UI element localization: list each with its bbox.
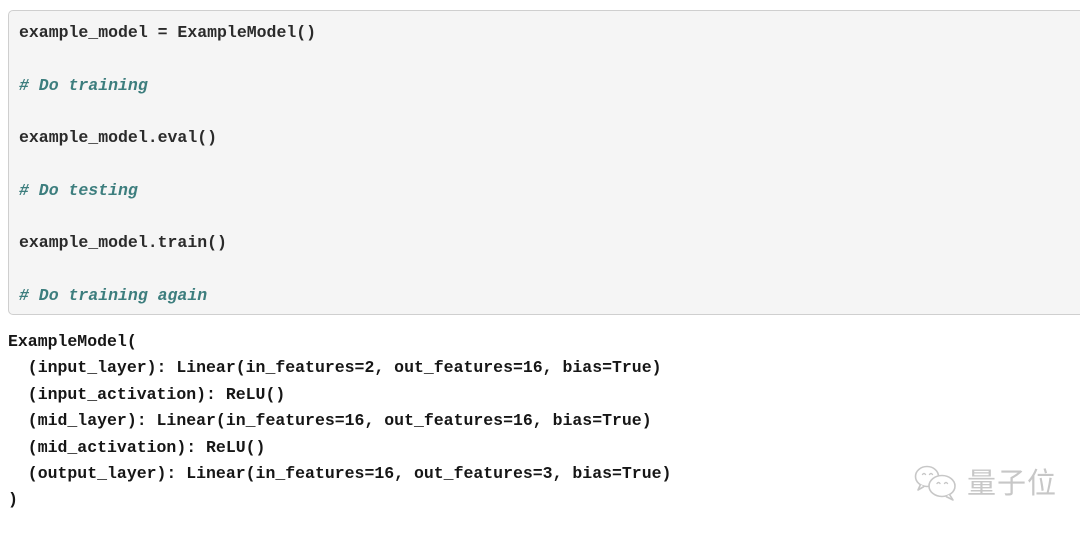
- watermark-label: 量子位: [967, 465, 1058, 500]
- code-line-blank[interactable]: [19, 46, 1080, 72]
- code-line-comment[interactable]: # Do testing: [19, 180, 138, 200]
- code-line[interactable]: example_model.train(): [19, 233, 227, 253]
- code-line[interactable]: example_model.eval(): [19, 128, 218, 148]
- code-line-comment[interactable]: # Do training again: [19, 285, 208, 305]
- output-line: ): [8, 490, 18, 510]
- code-cell-input[interactable]: example_model = ExampleModel() # Do trai…: [8, 10, 1080, 315]
- code-line-blank[interactable]: [19, 151, 1080, 177]
- watermark: 量子位: [912, 463, 1057, 503]
- output-line: (output_layer): Linear(in_features=16, o…: [8, 464, 672, 484]
- code-line-comment[interactable]: # Do training: [19, 75, 148, 95]
- code-line-blank[interactable]: [19, 204, 1080, 230]
- output-line: (mid_layer): Linear(in_features=16, out_…: [8, 411, 652, 431]
- output-line: (input_activation): ReLU(): [8, 384, 286, 404]
- output-line: (mid_activation): ReLU(): [8, 437, 266, 457]
- code-line-blank[interactable]: [19, 257, 1080, 283]
- code-line[interactable]: example_model = ExampleModel(): [19, 23, 317, 42]
- wechat-chat-bubbles-icon: [912, 463, 960, 503]
- code-line-blank[interactable]: [19, 99, 1080, 125]
- output-line: (input_layer): Linear(in_features=2, out…: [8, 358, 662, 378]
- output-line: ExampleModel(: [8, 332, 137, 351]
- cell-output: ExampleModel( (input_layer): Linear(in_f…: [8, 329, 1068, 514]
